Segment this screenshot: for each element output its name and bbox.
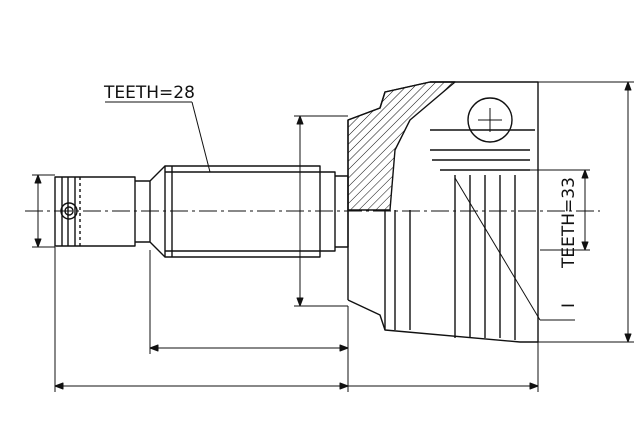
shaft-neck <box>135 165 166 258</box>
pin-hole-icon <box>60 202 78 220</box>
joint-housing <box>347 81 539 343</box>
label-marker: I <box>559 303 579 308</box>
ball-cage <box>430 97 535 171</box>
dimension-shaft-length <box>149 250 349 354</box>
label-teeth-33: TEETH=33 <box>559 177 579 269</box>
dimension-spline-diameter <box>294 115 348 307</box>
label-teeth-28: TEETH=28 <box>103 83 195 103</box>
leader-teeth-28 <box>105 101 211 173</box>
dimension-inner-spline <box>455 169 590 251</box>
leader-teeth-33 <box>454 177 575 321</box>
shaft-end-stub <box>54 176 136 247</box>
ball-icon <box>467 97 513 143</box>
dimension-overall-length <box>54 247 539 392</box>
dimension-housing-height <box>538 81 634 343</box>
dimension-shaft-diameter <box>32 174 55 248</box>
